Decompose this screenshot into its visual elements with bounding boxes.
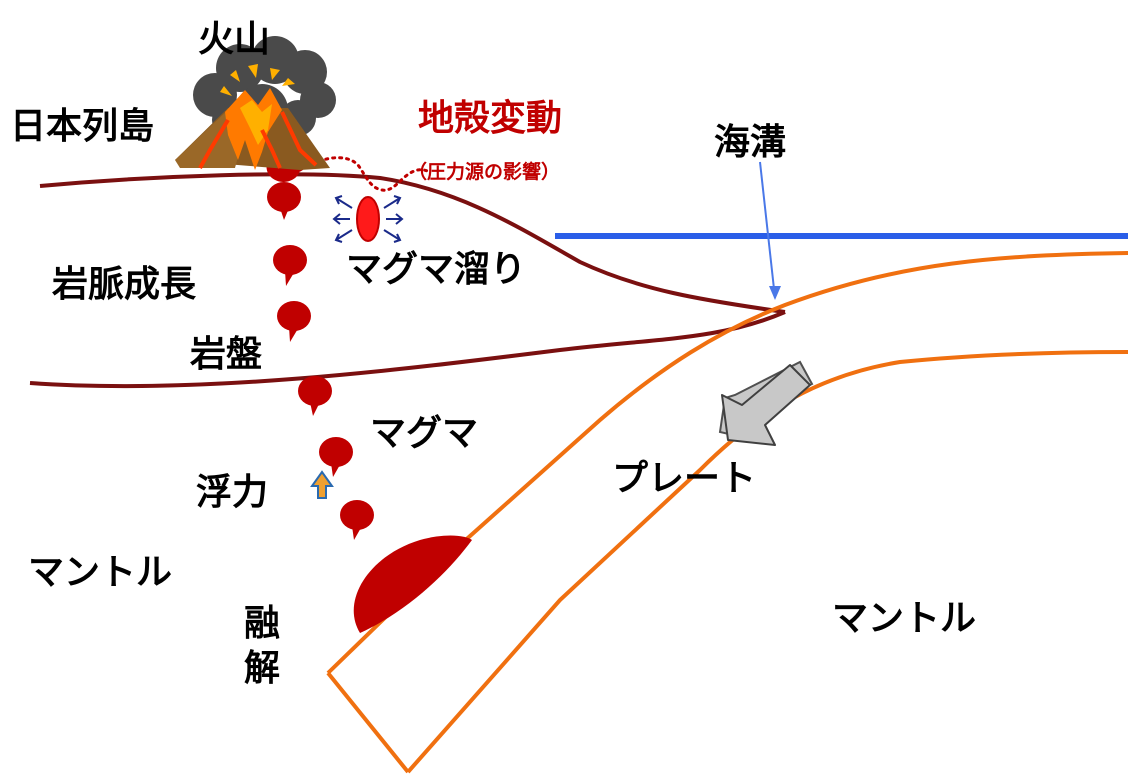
magma-droplet xyxy=(277,301,311,331)
trench-pointer xyxy=(759,161,776,299)
plate-upper-surface xyxy=(326,251,1128,675)
pressure-arrows xyxy=(332,195,404,243)
magma-droplets xyxy=(266,152,374,540)
label-plate: プレート xyxy=(612,458,756,499)
label-sill: 岩盤 xyxy=(190,334,262,375)
magma-droplet xyxy=(340,500,374,530)
label-buoyancy: 浮力 xyxy=(196,472,268,513)
label-volcano: 火山 xyxy=(198,19,270,60)
buoyancy-arrow xyxy=(310,470,334,499)
deformation-dotted-line xyxy=(298,156,432,192)
label-crustal-deformation: 地殻変動 xyxy=(418,97,562,139)
magma-droplet xyxy=(273,245,307,275)
erupting-volcano-icon xyxy=(175,36,336,170)
crust-lower-line xyxy=(29,310,786,389)
trench-pointer-head xyxy=(769,286,781,300)
label-melting-1: 融 xyxy=(244,603,280,644)
plate-motion-arrow xyxy=(718,360,814,446)
magma-droplet xyxy=(298,376,332,406)
label-magma-chamber: マグマ溜り xyxy=(346,249,526,290)
label-mantle-right: マントル xyxy=(832,598,976,639)
label-japan-islands: 日本列島 xyxy=(10,106,154,147)
melt-region xyxy=(353,535,472,633)
crust-upper-line xyxy=(39,172,786,314)
label-mantle-left: マントル xyxy=(28,552,172,593)
magma-chamber xyxy=(356,196,380,242)
label-dike-growth: 岩脈成長 xyxy=(52,264,197,305)
magma-droplet xyxy=(267,182,301,212)
label-pressure-source-effect: （圧力源の影響） xyxy=(408,160,560,183)
magma-droplet xyxy=(319,437,353,467)
label-trench: 海溝 xyxy=(714,122,786,163)
label-magma: マグマ xyxy=(370,413,478,454)
label-melting-2: 解 xyxy=(244,648,280,689)
